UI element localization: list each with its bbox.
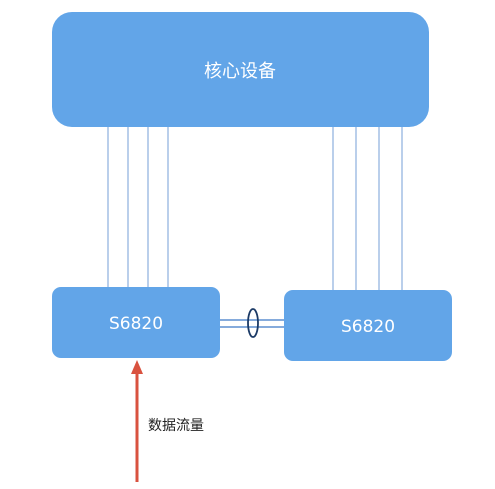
flow-arrow-head bbox=[131, 360, 143, 374]
flow-label: 数据流量 bbox=[148, 418, 204, 434]
switch-right-box bbox=[284, 290, 452, 361]
uplinks-right bbox=[332, 126, 403, 291]
stack-links bbox=[219, 319, 284, 328]
ellipse-ring-icon bbox=[247, 308, 259, 338]
core-device-box bbox=[52, 12, 429, 127]
uplinks-left bbox=[107, 126, 169, 288]
switch-left-box bbox=[52, 287, 220, 358]
switch-right-label: S6820 bbox=[341, 317, 395, 337]
core-device-label: 核心设备 bbox=[204, 61, 276, 82]
switch-left-label: S6820 bbox=[109, 314, 163, 334]
arrow-up-icon bbox=[131, 360, 143, 482]
